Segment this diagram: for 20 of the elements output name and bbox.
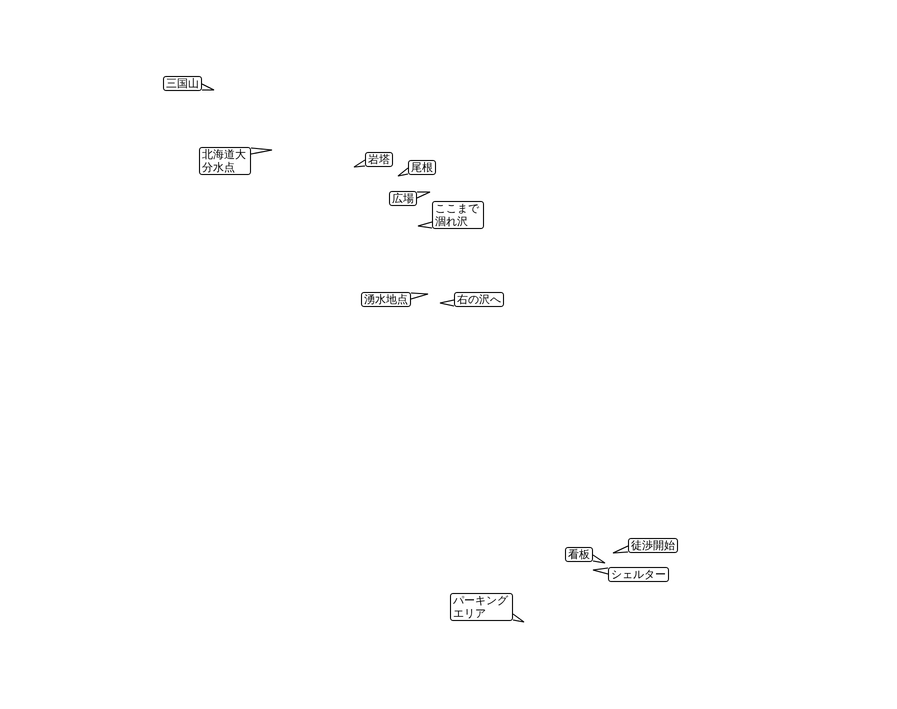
callout-label: パーキングエリア [450, 593, 513, 621]
callout-label: 北海道大分水点 [199, 147, 251, 175]
leader-line [612, 546, 628, 554]
leader-line [354, 160, 366, 168]
leader-line [398, 168, 408, 176]
callout-label: 湧水地点 [361, 292, 411, 307]
callout-label: 広場 [389, 191, 417, 206]
leader-line [440, 300, 454, 306]
leader-line [512, 614, 524, 622]
leader-line [202, 84, 214, 90]
callout-label: 右の沢へ [454, 292, 504, 307]
callout-label: 三国山 [163, 76, 202, 91]
leader-line [250, 148, 272, 154]
callout-label: ここまで涸れ沢 [432, 201, 484, 229]
leader-line [418, 222, 432, 228]
leader-line [592, 568, 608, 574]
leader-line [410, 292, 428, 300]
leader-line [592, 554, 606, 564]
callout-label: シェルター [608, 567, 669, 582]
leader-line [416, 192, 430, 198]
